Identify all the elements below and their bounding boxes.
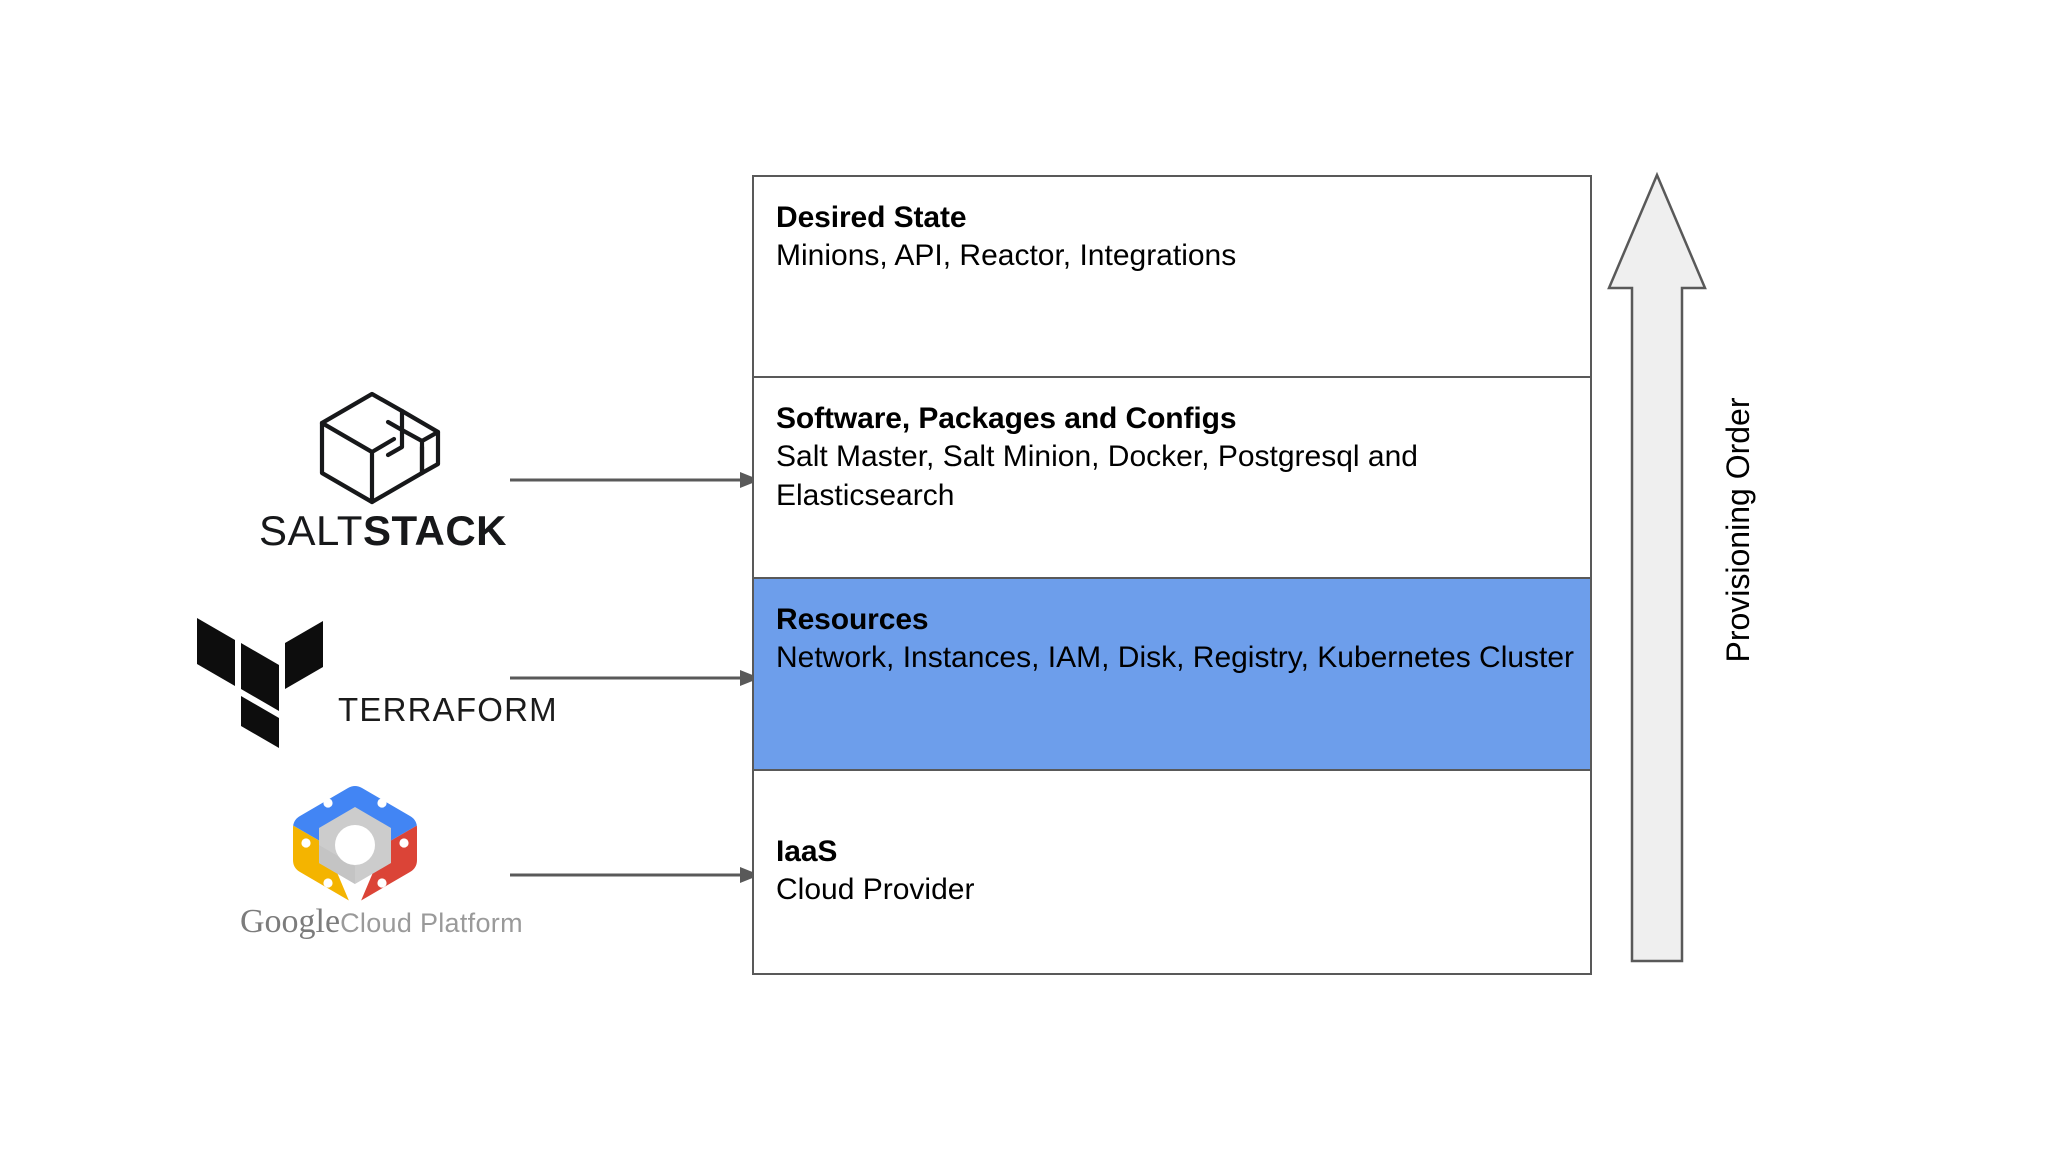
gcp-wordmark-cloud-platform: Cloud Platform (340, 908, 523, 938)
gcp-wordmark: GoogleCloud Platform (240, 903, 523, 941)
layer-description-resources: Network, Instances, IAM, Disk, Registry,… (776, 641, 1575, 675)
logo-terraform: TERRAFORM (195, 608, 557, 748)
connector-arrow-saltstack-to-software (510, 468, 760, 492)
gcp-wordmark-google: Google (240, 903, 341, 940)
provisioning-order-arrow (1600, 168, 1720, 968)
layer-box-resources[interactable]: Resources Network, Instances, IAM, Disk,… (752, 577, 1592, 771)
google-cloud-platform-hexagon-logo-icon (290, 785, 420, 903)
layer-box-iaas[interactable]: IaaS Cloud Provider (752, 769, 1592, 975)
layer-description-iaas: Cloud Provider (776, 873, 975, 907)
saltstack-cube-logo-icon (310, 385, 450, 505)
layer-title-desired-state: Desired State (776, 201, 967, 234)
layer-title-iaas: IaaS (776, 835, 838, 868)
terraform-wordmark: TERRAFORM (338, 691, 558, 728)
layer-stack: Desired State Minions, API, Reactor, Int… (752, 175, 1592, 975)
layer-description-desired-state: Minions, API, Reactor, Integrations (776, 239, 1237, 273)
saltstack-wordmark-bold: STACK (362, 507, 507, 554)
layer-title-software: Software, Packages and Configs (776, 402, 1237, 435)
layer-box-software[interactable]: Software, Packages and Configs Salt Mast… (752, 376, 1592, 579)
layer-title-resources: Resources (776, 603, 929, 636)
layer-box-desired-state[interactable]: Desired State Minions, API, Reactor, Int… (752, 175, 1592, 378)
saltstack-wordmark-light: SALT (259, 507, 363, 554)
connector-arrow-gcp-to-iaas (510, 863, 760, 887)
saltstack-wordmark: SALTSTACK (238, 507, 528, 555)
terraform-logo-icon (195, 608, 335, 748)
provisioning-order-label: Provisioning Order (1720, 397, 1756, 663)
logo-saltstack: SALTSTACK (238, 385, 528, 560)
logo-google-cloud-platform: GoogleCloud Platform (240, 785, 523, 945)
layer-description-software: Salt Master, Salt Minion, Docker, Postgr… (776, 440, 1418, 512)
connector-arrow-terraform-to-resources (510, 666, 760, 690)
